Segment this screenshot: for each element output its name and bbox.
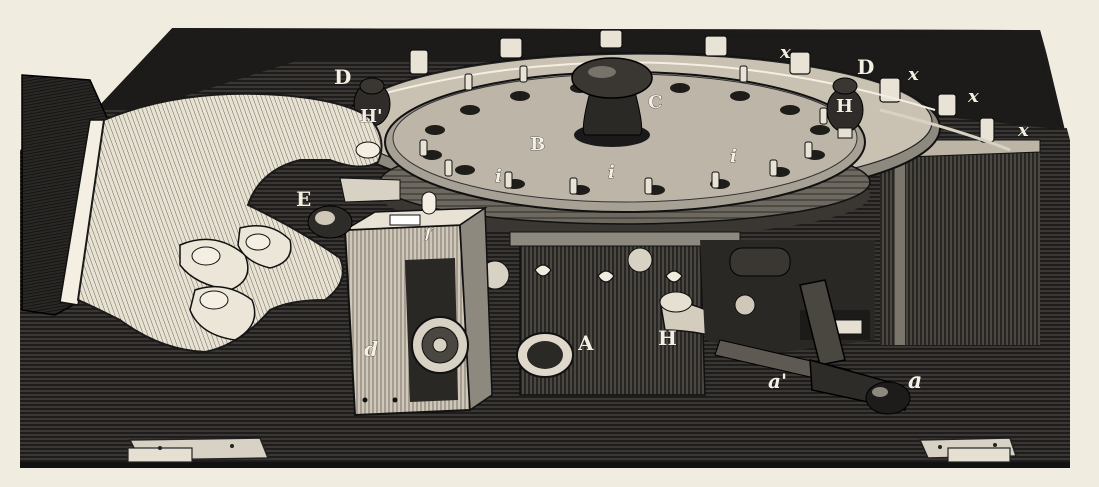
label-a: a (908, 368, 922, 394)
label-h-prime: H' (360, 106, 383, 127)
left-hinge (127, 437, 270, 463)
label-a-housing: A (577, 331, 594, 355)
label-d: d (364, 337, 378, 361)
label-d-right: D (857, 55, 874, 79)
label-b: B (530, 134, 545, 155)
hand (76, 92, 383, 354)
label-x-2: x (907, 64, 919, 85)
central-knob-c (571, 57, 653, 147)
label-c: C (648, 92, 662, 113)
right-hinge (918, 437, 1018, 463)
label-x-3: x (967, 86, 979, 107)
label-h-lower: H (658, 326, 677, 350)
knob-h-right (826, 77, 864, 139)
label-x-1: x (779, 42, 791, 63)
label-f: f (424, 226, 434, 242)
letter-labels: D H' C B i i i E f d A H D H x x x x a' … (296, 42, 1030, 395)
lever-e (307, 177, 401, 239)
label-a-prime: a' (768, 369, 787, 393)
right-side-box (868, 139, 1041, 345)
label-h-right: H (836, 96, 853, 117)
label-d-left: D (334, 65, 351, 89)
label-x-4: x (1017, 120, 1029, 141)
gear-housing-a (480, 231, 741, 396)
label-i-3: i (730, 146, 737, 167)
crank-mechanism (700, 240, 875, 355)
label-i-1: i (495, 166, 502, 187)
label-e: E (296, 187, 311, 211)
crank-handle-a (714, 279, 911, 415)
gear-box-d (343, 191, 493, 417)
label-i-2: i (608, 162, 615, 183)
